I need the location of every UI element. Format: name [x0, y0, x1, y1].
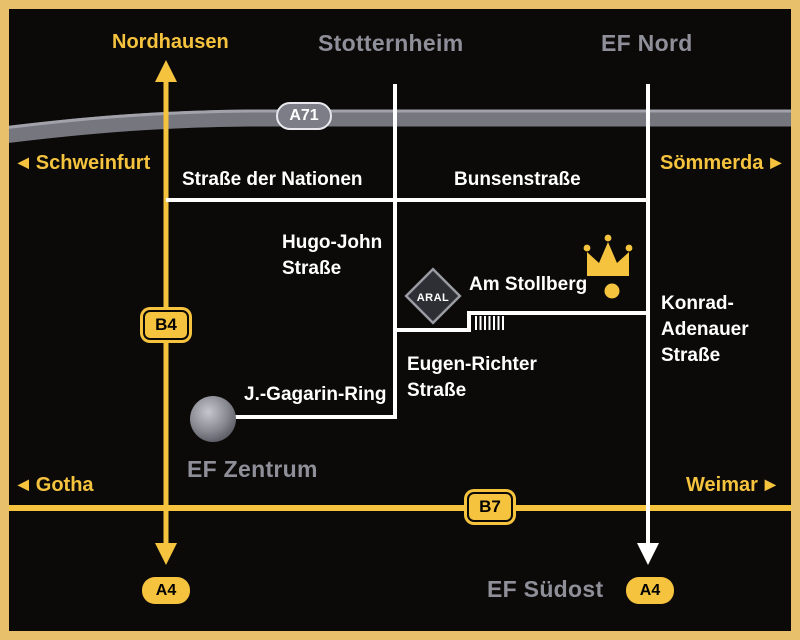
aral-station-label: ARAL — [417, 292, 450, 304]
dest-gotha: ◀ Gotha — [18, 474, 94, 497]
badge-a71: A71 — [276, 102, 332, 130]
street-strasse-der-nationen: Straße der Nationen — [182, 169, 363, 190]
badge-b4: B4 — [143, 310, 189, 340]
dest-soemmerda-label: Sömmerda — [660, 152, 764, 174]
crown-ball-left — [583, 244, 591, 252]
konrad-adenauer-arrow-south-icon — [637, 543, 659, 565]
dest-ef-suedost: EF Südost — [487, 576, 604, 602]
dest-stotternheim: Stotternheim — [318, 30, 464, 56]
dest-schweinfurt-label: Schweinfurt — [35, 152, 151, 174]
a71-motorway-road — [0, 109, 800, 144]
crown-logo-icon — [583, 234, 633, 299]
street-konrad-adenauer: Konrad- Adenauer Straße — [661, 291, 749, 369]
dest-nordhausen: Nordhausen — [112, 31, 229, 53]
arrow-east-icon: ▶ — [770, 154, 782, 170]
crown-body — [587, 242, 629, 276]
dest-soemmerda: Sömmerda ▶ — [660, 152, 781, 175]
street-bunsenstrasse: Bunsenstraße — [454, 169, 581, 190]
a71-motorway-highlight — [0, 109, 800, 130]
aral-station-icon — [404, 267, 462, 325]
arrow-east-icon: ▶ — [764, 476, 776, 492]
dest-ef-zentrum: EF Zentrum — [187, 456, 318, 482]
dest-gotha-label: Gotha — [35, 474, 94, 496]
ef-zentrum-node — [190, 396, 236, 442]
badge-a4-east: A4 — [626, 577, 674, 604]
street-konrad-line1: Konrad- — [661, 293, 734, 314]
badge-a4-west: A4 — [142, 577, 190, 604]
street-hugo-john-line2: Straße — [282, 258, 342, 279]
street-eugen-richter: Eugen-Richter Straße — [407, 352, 537, 404]
dest-ef-nord: EF Nord — [601, 30, 693, 56]
arrow-west-icon: ◀ — [18, 476, 29, 492]
badge-b7: B7 — [467, 492, 513, 522]
arrow-west-icon: ◀ — [18, 154, 29, 170]
street-am-stollberg: Am Stollberg — [469, 274, 588, 295]
street-gagarin-ring: J.-Gagarin-Ring — [244, 384, 387, 405]
dest-weimar-label: Weimar — [686, 474, 758, 496]
street-eugen-line2: Straße — [407, 380, 467, 401]
street-konrad-line3: Straße — [661, 345, 721, 366]
dest-weimar: Weimar ▶ — [686, 474, 776, 497]
railway-crossing-icon — [475, 316, 504, 330]
street-hugo-john: Hugo-John Straße — [282, 230, 382, 282]
street-hugo-john-line1: Hugo-John — [282, 232, 383, 253]
street-konrad-line2: Adenauer — [661, 319, 749, 340]
b4-arrow-north-icon — [155, 60, 177, 82]
crown-location-dot — [604, 283, 620, 299]
dest-schweinfurt: ◀ Schweinfurt — [18, 152, 150, 175]
crown-ball-middle — [604, 234, 612, 242]
am-stollberg-road — [395, 311, 648, 332]
crown-ball-right — [625, 244, 633, 252]
b4-arrow-south-icon — [155, 543, 177, 565]
street-eugen-line1: Eugen-Richter — [407, 354, 537, 375]
